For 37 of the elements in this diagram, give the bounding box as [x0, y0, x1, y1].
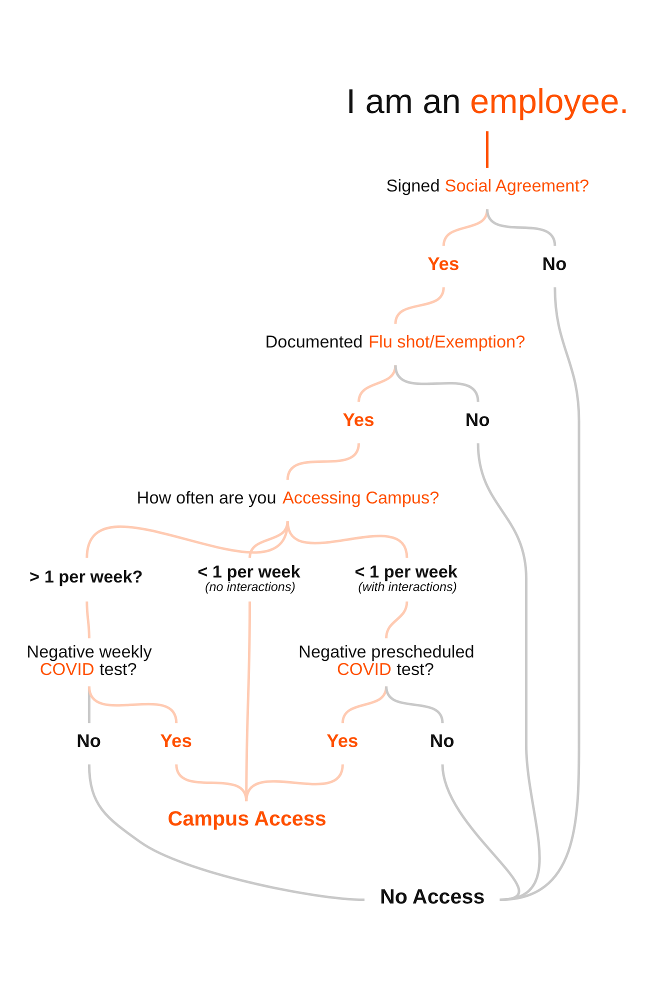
connector [394, 364, 480, 402]
node-text: No [542, 252, 567, 274]
node-text: No [430, 730, 454, 751]
node-text: Documented Flu shot/Exemption? [265, 331, 526, 352]
node-text: No [465, 408, 490, 430]
node-text: > 1 per week? [30, 566, 143, 587]
node-text: No Access [380, 886, 485, 909]
node-text: Negative prescheduled COVID test? [298, 642, 474, 679]
connector [442, 209, 488, 246]
connector [245, 764, 344, 802]
node-text: < 1 per week (no interactions) [198, 561, 300, 594]
connector [88, 686, 178, 724]
node-text: I am an employee. [346, 82, 629, 121]
node-text: < 1 per week (with interactions) [354, 561, 458, 594]
node-text: Negative weekly COVID test? [26, 642, 152, 679]
connector [88, 764, 365, 902]
connector [486, 131, 488, 168]
connector [86, 520, 289, 558]
node-text: No [76, 730, 102, 751]
connector [286, 520, 408, 558]
connector [86, 602, 90, 638]
connector [286, 442, 360, 480]
connector [394, 287, 445, 324]
connector [248, 521, 289, 558]
node-text: Yes [326, 730, 358, 751]
connector [441, 764, 520, 902]
node-text: How often are you Accessing Campus? [136, 487, 440, 508]
node-text: Signed Social Agreement? [386, 175, 590, 196]
connector [358, 365, 397, 402]
node-text: Campus Access [168, 808, 326, 831]
node-text: Yes [428, 252, 460, 274]
node-text: Yes [342, 408, 374, 430]
connector [385, 601, 408, 638]
connector [486, 208, 556, 246]
connector [476, 443, 541, 902]
node-text: Yes [160, 730, 192, 751]
connector [385, 686, 444, 724]
